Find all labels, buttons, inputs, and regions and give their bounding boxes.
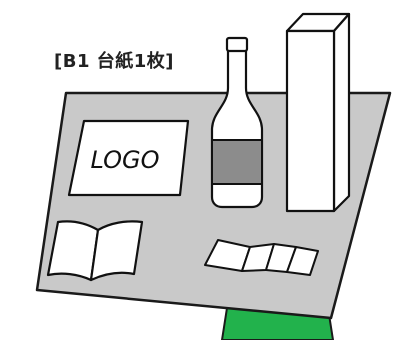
folded-brochure-icon [204,239,319,276]
board-label: [B1 台紙1枚] [54,51,174,72]
bottle-icon [210,36,264,209]
tall-box-icon [285,12,351,213]
logo-text: LOGO [90,146,159,174]
open-booklet-icon [46,220,144,282]
logo-card-icon: LOGO [67,119,190,197]
